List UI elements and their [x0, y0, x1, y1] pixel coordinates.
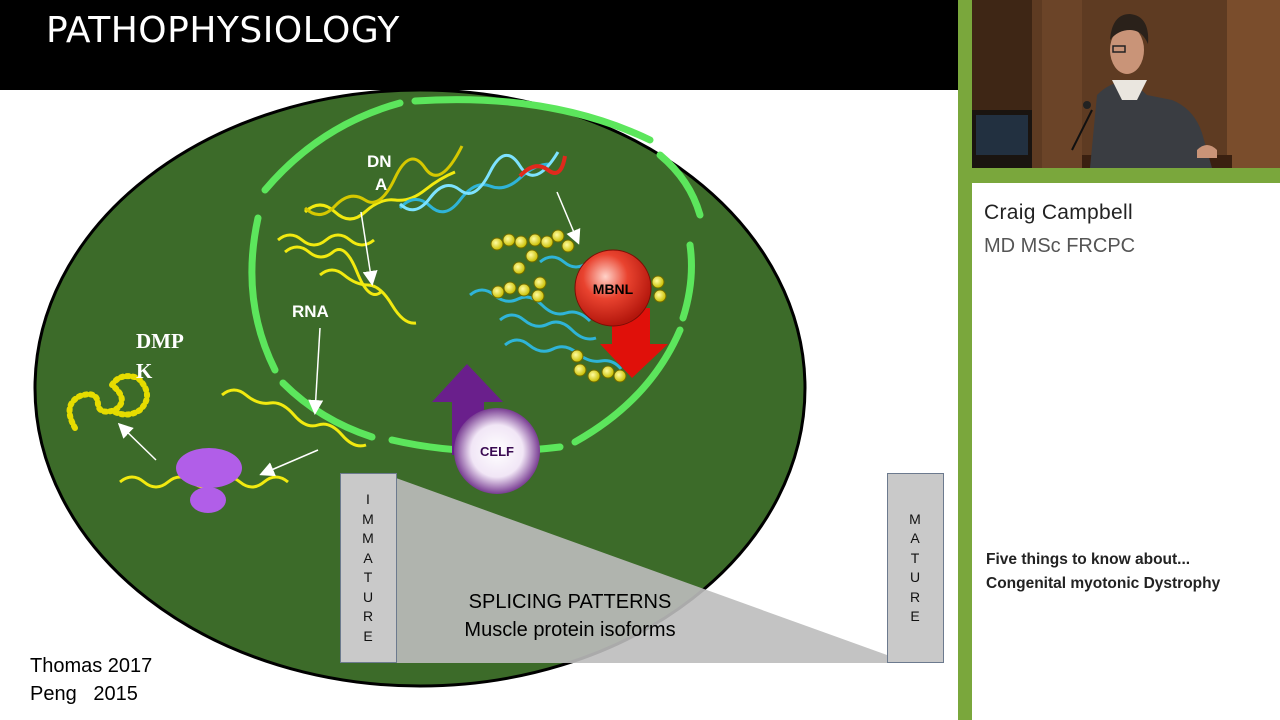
- speaker-name: Craig Campbell: [984, 201, 1133, 224]
- dmpk-label-k: K: [136, 359, 153, 383]
- talk-title-line2: Congenital myotonic Dystrophy: [986, 575, 1221, 592]
- dna-helix-blue: [398, 151, 567, 214]
- green-divider: [958, 0, 972, 720]
- pathophysiology-diagram: MBNL CELF DN A RNA DMP K: [33, 90, 887, 688]
- immature-letter: E: [363, 627, 374, 644]
- immature-letter: A: [363, 549, 374, 566]
- title-bar: PATHOPHYSIOLOGY: [0, 0, 958, 90]
- immature-letter: I: [366, 491, 371, 507]
- splicing-wedge: [396, 478, 887, 663]
- mature-box: M A T U R E: [887, 473, 944, 663]
- dna-label: DN: [367, 152, 392, 171]
- speaker-credentials: MD MSc FRCPC: [984, 235, 1136, 257]
- presentation-slide: PATHOPHYSIOLOGY: [0, 0, 958, 708]
- mature-letter: T: [910, 549, 921, 566]
- talk-title: Five things to know about... Congenital …: [986, 548, 1220, 596]
- process-arrows: [117, 191, 581, 477]
- dna-label-a: A: [375, 175, 387, 194]
- slide-title: PATHOPHYSIOLOGY: [46, 10, 400, 51]
- dmpk-label: DMP: [136, 329, 184, 353]
- speaker-face: [1110, 26, 1144, 74]
- mbnl-protein: [574, 249, 652, 327]
- mature-letter: E: [910, 608, 921, 624]
- mature-letter: U: [909, 569, 922, 585]
- celf-label: CELF: [480, 444, 514, 459]
- dna-helix-yellow: [303, 145, 464, 221]
- muscle-cell: [33, 90, 807, 688]
- immature-letter: M: [362, 530, 375, 546]
- mbnl-label: MBNL: [593, 281, 634, 297]
- splicing-line2: Muscle protein isoforms: [464, 619, 676, 641]
- celf-protein: [454, 408, 540, 494]
- immature-letter: R: [362, 608, 375, 624]
- immature-letter: U: [362, 588, 375, 605]
- reference-item: Peng 2015: [30, 683, 138, 705]
- splicing-caption: SPLICING PATTERNS Muscle protein isoform…: [440, 588, 700, 644]
- mature-letter: M: [909, 510, 922, 527]
- mature-letter: A: [910, 530, 921, 546]
- talk-title-line1: Five things to know about...: [986, 551, 1191, 568]
- speaker-body: [1090, 82, 1212, 168]
- green-strip: [972, 168, 1280, 183]
- mature-letter: R: [909, 588, 922, 605]
- references: Thomas 2017 Peng 2015: [30, 652, 152, 708]
- microphone-icon: [1071, 109, 1093, 151]
- immature-letter: T: [363, 569, 374, 585]
- speaker-video: [972, 0, 1280, 168]
- celf-increase-arrow: [432, 364, 503, 455]
- splicing-line1: SPLICING PATTERNS: [468, 591, 672, 613]
- rna-label: RNA: [292, 302, 329, 321]
- ribosome: [176, 448, 242, 513]
- dmpk-protein-chain: [66, 373, 150, 431]
- nuclear-foci-beads: [490, 229, 667, 383]
- immature-box: I M M A T U R E: [340, 473, 397, 663]
- immature-letter: M: [362, 510, 375, 527]
- reference-item: Thomas 2017: [30, 655, 153, 677]
